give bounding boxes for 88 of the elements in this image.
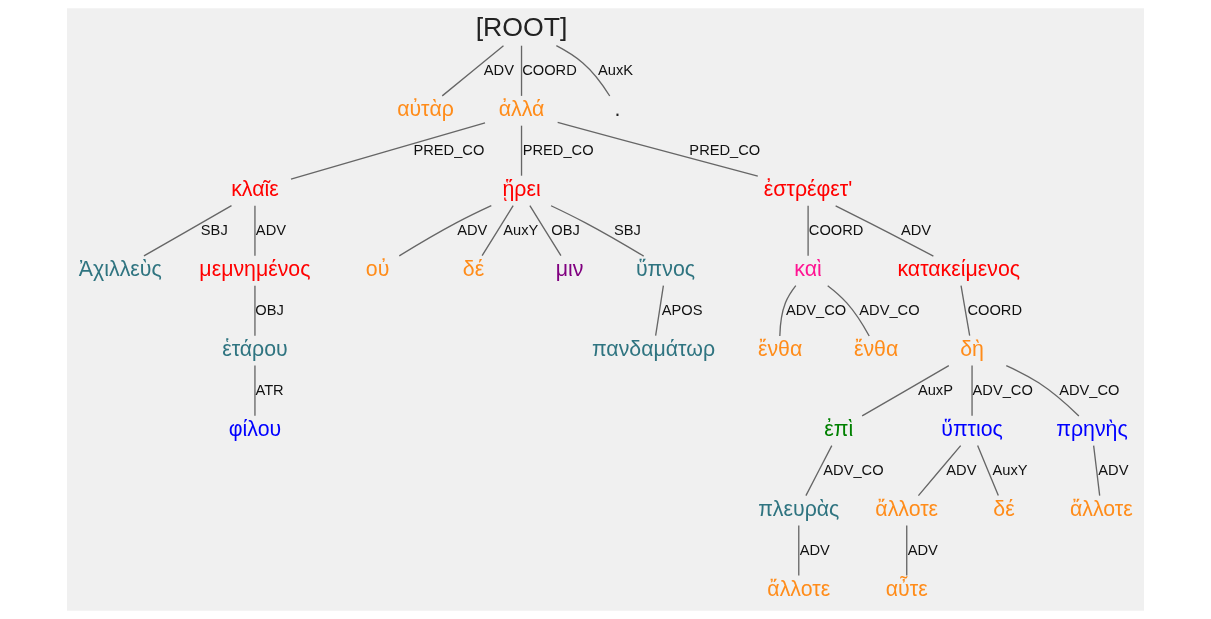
connector <box>779 284 797 337</box>
edge-label: AuxY <box>992 461 1028 478</box>
node-text: κλαῖε <box>231 176 279 201</box>
node-text: καὶ <box>794 256 822 281</box>
node-text: Ἀχιλλεὺς <box>78 256 162 281</box>
edge-label: AuxP <box>917 381 953 398</box>
edge-label: ADV <box>907 541 938 558</box>
connector <box>555 44 611 97</box>
connector <box>834 205 935 257</box>
edge-label: SBJ <box>200 221 228 238</box>
edge-label: ADV <box>901 221 932 238</box>
connector <box>254 205 256 257</box>
edge-label: ADV <box>457 221 488 238</box>
edge-label: PRED_CO <box>689 141 761 158</box>
edge-label: SBJ <box>614 221 641 238</box>
connector <box>550 205 645 257</box>
edge-label: ADV_CO <box>972 381 1033 398</box>
connector <box>398 204 492 257</box>
node-text: πλευρὰς <box>758 496 840 521</box>
edge-label: COORD <box>522 61 577 78</box>
connector <box>917 444 962 497</box>
node-text: ὕπνος <box>635 256 696 281</box>
connector <box>960 284 971 337</box>
edge-label: ADV <box>946 461 977 478</box>
edge-label: COORD <box>808 221 864 238</box>
connector <box>441 45 505 97</box>
node-text: ἑτάρου <box>222 336 288 361</box>
connector <box>520 45 523 97</box>
node-text: φίλου <box>228 416 282 441</box>
node-text: δὴ <box>960 336 984 361</box>
edge-label: ATR <box>255 381 284 398</box>
connector <box>1092 444 1101 497</box>
edge-label: ADV_CO <box>823 461 884 478</box>
connector <box>1005 364 1080 417</box>
node-text: δέ <box>462 256 485 281</box>
edge-label: ADV <box>1098 461 1129 478</box>
connector <box>827 285 870 337</box>
connector <box>654 284 665 337</box>
edge-label: OBJ <box>255 301 284 318</box>
edge-label: ADV_CO <box>785 301 847 318</box>
edge-label: ADV <box>799 541 830 558</box>
edge-label: AuxY <box>503 221 539 238</box>
connector <box>906 524 908 577</box>
connector <box>805 444 833 497</box>
connector <box>290 122 486 180</box>
edge-label: PRED_CO <box>413 141 485 158</box>
node-text: ἔνθα <box>853 336 899 361</box>
edge-label: APOS <box>661 301 703 318</box>
node-text: ὕπτιος <box>941 416 1003 441</box>
connector <box>520 125 523 177</box>
connector <box>254 364 256 417</box>
node-text: οὐ <box>365 256 390 281</box>
node-text: ἄλλοτε <box>875 496 939 521</box>
connector <box>971 364 973 417</box>
node-text: αὐτὰρ <box>397 96 454 121</box>
node-text: ἐπὶ <box>824 416 854 441</box>
node-text: ἔνθα <box>757 336 803 361</box>
connector <box>557 121 759 177</box>
node-text: μιν <box>555 256 584 281</box>
edge-label: AuxK <box>597 61 634 78</box>
node-text: πανδαμάτωρ <box>591 336 716 361</box>
node-text: αὖτε <box>885 576 928 601</box>
node-text: κατακείμενος <box>897 256 1021 281</box>
node-text: ἐστρέφετ' <box>763 176 853 201</box>
node-text: ᾕρει <box>502 176 541 201</box>
connector <box>254 284 256 337</box>
node-text: δέ <box>993 496 1015 521</box>
connector <box>529 205 562 257</box>
edge-label: PRED_CO <box>522 141 594 158</box>
node-text: ἄλλοτε <box>767 576 831 601</box>
connector <box>861 364 950 417</box>
node-text: ἀλλά <box>498 96 545 121</box>
node-text: μεμνημένος <box>199 256 311 281</box>
edge-label: ADV_CO <box>859 301 920 318</box>
edge-label: ADV <box>483 61 514 78</box>
edge-label: ADV_CO <box>1059 381 1120 398</box>
connector <box>481 205 514 257</box>
node-text: [ROOT] <box>475 12 568 43</box>
node-text: ἄλλοτε <box>1069 496 1133 521</box>
node-text: πρηνὴς <box>1056 416 1128 441</box>
connector <box>807 205 809 257</box>
connector <box>798 524 800 577</box>
node-text: . <box>614 96 621 121</box>
edge-label: OBJ <box>551 221 580 238</box>
edge-label: ADV <box>255 221 287 238</box>
connector <box>143 205 233 257</box>
edge-label: COORD <box>967 301 1022 318</box>
connector <box>976 444 999 497</box>
